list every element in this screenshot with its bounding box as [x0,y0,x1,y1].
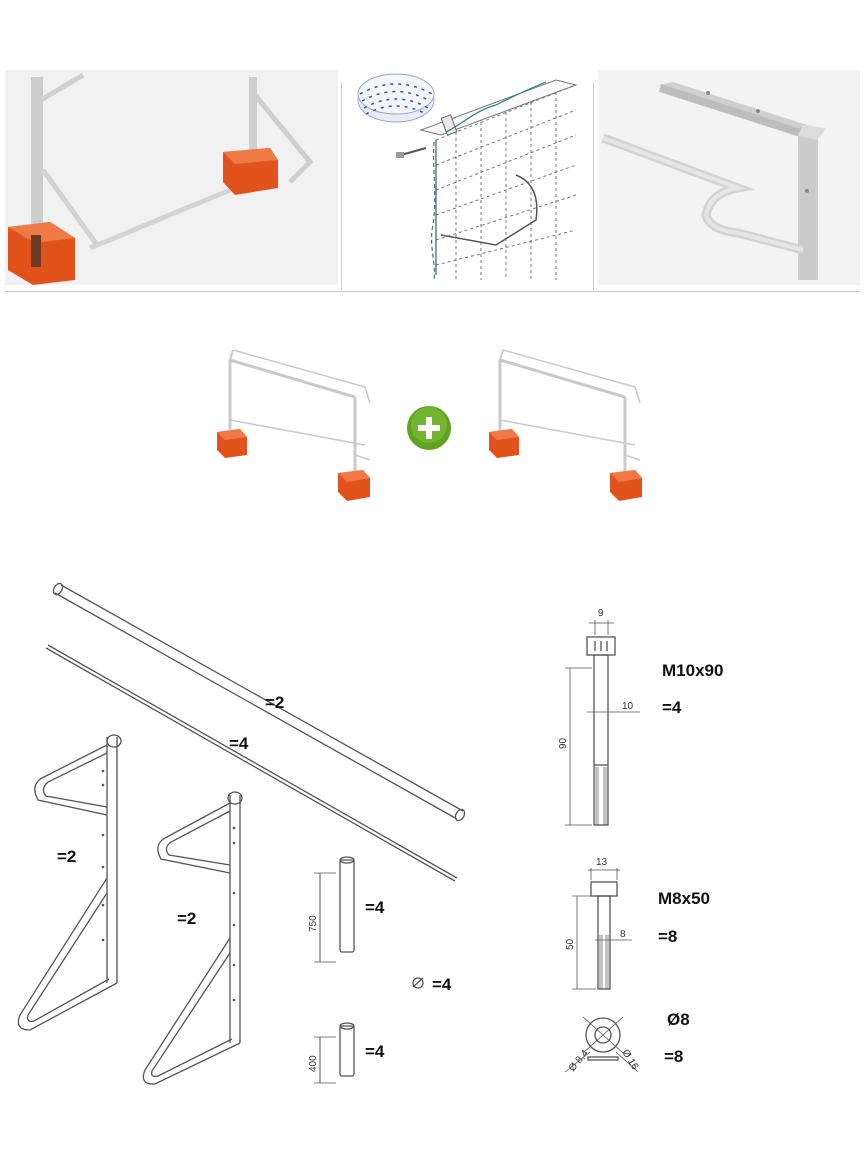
dim-tube-400: 400 [308,1055,319,1072]
bolt-m8x50-drawing [572,868,632,990]
ground-bar-part [45,644,458,882]
washer-symbol-icon [412,977,424,989]
parts-drawing: 9 10 90 13 8 50 750 400 Ø 8,4 Ø 16 [0,575,864,1152]
dim-head-13: 13 [596,857,608,868]
washer-name: Ø8 [667,1010,690,1029]
washer-drawing [564,1016,639,1073]
section-divider [5,291,861,292]
washer-qty: =8 [664,1047,684,1066]
bolt2-qty: =8 [658,927,678,946]
panel-divider [341,82,342,290]
side-frame-b-part [142,791,243,1085]
photo-panel-frame-corner [598,70,860,285]
tube-long-part [314,856,355,963]
qty-ground-bar: =4 [229,734,249,753]
top-bar-part [52,582,466,822]
bolt2-name: M8x50 [658,889,710,908]
plus-icon [406,405,452,451]
dim-dia-8: 8 [620,929,626,940]
bolt-m10x90-drawing [565,620,640,826]
dim-len-90: 90 [558,737,569,749]
qty-tube-long: =4 [365,898,385,917]
dim-len-50: 50 [565,938,576,950]
tube-short-part [314,1022,355,1084]
dim-tube-750: 750 [308,915,319,932]
dim-washer-inner: Ø 8,4 [567,1048,591,1074]
dim-head-9: 9 [598,608,604,619]
dim-dia-10: 10 [622,701,634,712]
qty-tube-short: =4 [365,1042,385,1061]
dim-washer-outer: Ø 16 [619,1048,640,1073]
panel-divider [593,82,594,290]
side-frame-a-part [17,734,122,1031]
qty-side-frame-a: =2 [57,847,77,866]
qty-side-frame-b: =2 [177,909,197,928]
goal-render-right [475,345,670,510]
photo-panel-net-attachment [346,70,588,285]
qty-small-fastener: =4 [432,975,452,994]
rope-coil-icon [357,73,435,123]
goal-render-left [205,345,400,510]
qty-top-bar: =2 [265,693,285,712]
bolt1-name: M10x90 [662,661,724,680]
bolt1-qty: =4 [662,698,682,717]
photo-panel-weighted-base [5,70,338,285]
